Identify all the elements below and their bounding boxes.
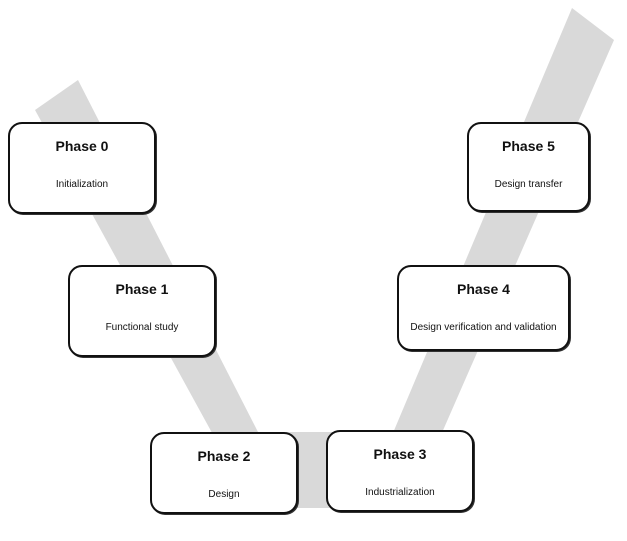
- phase-5-box: Phase 5 Design transfer: [467, 122, 590, 212]
- phase-5-description: Design transfer: [494, 179, 563, 190]
- phase-3-description: Industrialization: [365, 487, 435, 498]
- phase-3-title: Phase 3: [373, 446, 427, 462]
- phase-5-title: Phase 5: [502, 138, 555, 154]
- phase-1-box: Phase 1 Functional study: [68, 265, 216, 357]
- phase-4-box: Phase 4 Design verification and validati…: [397, 265, 570, 351]
- phase-1-description: Functional study: [105, 322, 179, 333]
- phase-3-box: Phase 3 Industrialization: [326, 430, 474, 512]
- phase-4-title: Phase 4: [457, 281, 510, 297]
- phase-0-title: Phase 0: [55, 138, 109, 154]
- phase-2-box: Phase 2 Design: [150, 432, 298, 514]
- phase-0-box: Phase 0 Initialization: [8, 122, 156, 214]
- phase-1-title: Phase 1: [115, 281, 169, 297]
- phase-0-description: Initialization: [55, 179, 109, 190]
- phase-2-title: Phase 2: [197, 448, 251, 464]
- phase-4-description: Design verification and validation: [410, 322, 557, 333]
- phase-2-description: Design: [208, 489, 240, 500]
- v-band-right-arm: [390, 8, 614, 460]
